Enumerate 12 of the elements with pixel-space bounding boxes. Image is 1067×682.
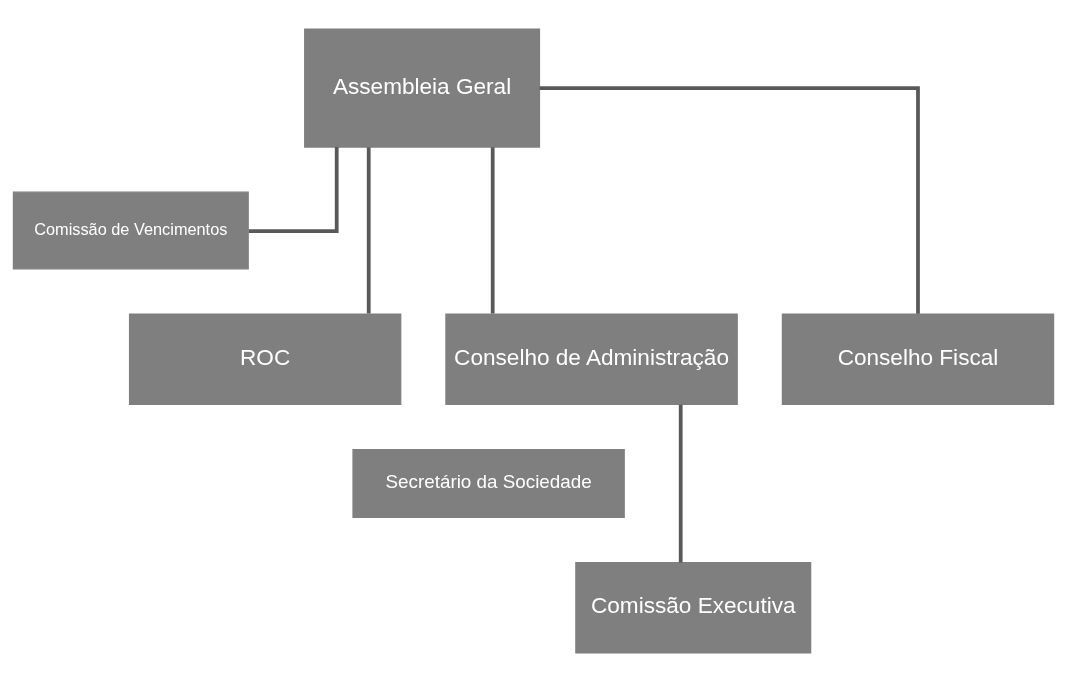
connector — [366, 147, 371, 314]
connector — [539, 86, 920, 314]
connector — [490, 147, 495, 314]
node-box: Comissão Executiva — [575, 561, 812, 654]
connector — [248, 147, 339, 234]
node-box: Secretário da Sociedade — [352, 448, 625, 518]
node-box: Conselho de Administração — [445, 313, 738, 406]
node-box: Assembleia Geral — [304, 28, 541, 148]
node-box: Comissão de Vencimentos — [12, 191, 249, 270]
connector — [678, 404, 683, 563]
node-box: ROC — [128, 313, 402, 406]
node-box: Conselho Fiscal — [781, 313, 1055, 406]
